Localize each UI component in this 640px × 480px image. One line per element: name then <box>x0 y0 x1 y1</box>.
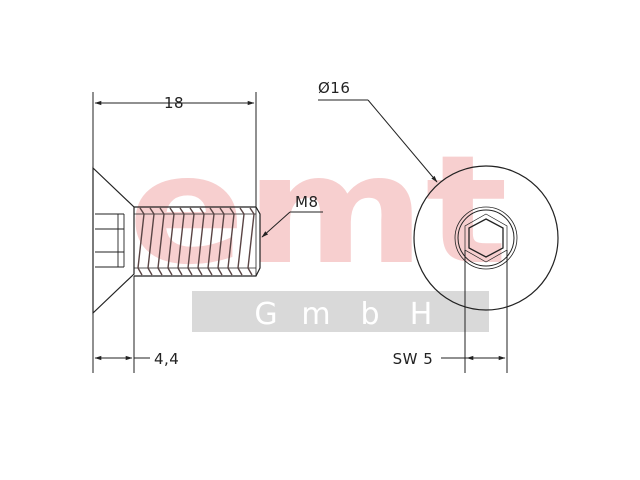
dim-length-label: 18 <box>164 94 184 112</box>
watermark: emt G m b H <box>128 124 508 332</box>
thread-crest <box>167 207 175 276</box>
hex-socket <box>468 218 504 258</box>
screw-head-outline <box>92 166 135 315</box>
socket-inner-circle <box>457 209 515 267</box>
dim-head-height <box>92 276 150 373</box>
dim-socket-size-label: SW 5 <box>393 350 434 368</box>
watermark-logo: emt <box>128 124 508 298</box>
thread-crest <box>247 207 255 276</box>
watermark-letter-m: m <box>301 297 330 332</box>
head-circle <box>413 165 559 311</box>
socket-outer-circle <box>454 206 518 270</box>
thread-crest <box>217 207 225 276</box>
dim-socket-size <box>441 250 508 373</box>
screw-side-view <box>92 166 261 315</box>
watermark-letter-b: b <box>360 297 379 332</box>
watermark-letter-h: H <box>410 297 433 332</box>
dim-head-height-label: 4,4 <box>154 350 179 368</box>
thread-outline <box>134 206 261 277</box>
watermark-band <box>192 291 489 332</box>
thread-crest <box>237 207 245 276</box>
thread-crest <box>197 207 205 276</box>
thread-crest <box>157 207 165 276</box>
dim-thread-label: M8 <box>295 193 319 211</box>
dim-head-diameter-label: Ø16 <box>318 79 350 97</box>
dim-thread <box>261 211 323 238</box>
thread-crest <box>177 207 185 276</box>
socket-hidden-lines <box>95 213 125 268</box>
thread-crest <box>227 207 235 276</box>
thread-hatching <box>137 207 255 276</box>
watermark-letter-g: G <box>254 297 277 332</box>
dim-head-diameter <box>318 99 438 183</box>
thread-crest <box>137 207 145 276</box>
thread-crest <box>187 207 195 276</box>
screw-end-view <box>413 165 559 311</box>
thread-crest <box>147 207 155 276</box>
dim-length <box>92 92 257 207</box>
thread-crest <box>207 207 215 276</box>
